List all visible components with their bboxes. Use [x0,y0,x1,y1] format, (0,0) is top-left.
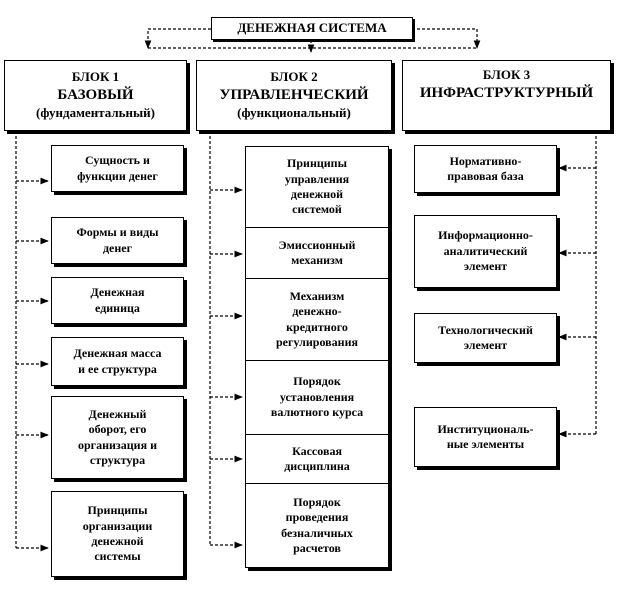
diagram-title-text: ДЕНЕЖНАЯ СИСТЕМА [237,20,387,36]
block2-item-exchange-rate: Порядок установления валютного курса [245,360,389,435]
block2-header: БЛОК 2 УПРАВЛЕНЧЕСКИЙ (функциональный) [196,60,392,131]
block3-item-information-analytical: Информационно- аналитический элемент [414,215,557,288]
block3-connectors [558,131,597,438]
title-connectors [144,28,481,53]
block2-item-emission-mechanism: Эмиссионный механизм [245,227,389,279]
block3-item-technological: Технологический элемент [414,313,557,363]
block1-connectors [15,131,49,552]
block2-heading: БЛОК 2 [270,69,318,85]
title-to-block3-arrow [412,28,481,49]
block1-item-forms-types: Формы и виды денег [51,217,184,264]
block3-heading: БЛОК 3 [482,67,531,82]
block2-item-management-principles: Принципы управления денежной системой [245,146,389,228]
block2-subtitle: (функциональный) [237,105,351,121]
block1-item-monetary-unit: Денежная единица [51,277,184,324]
block2-name: УПРАВЛЕНЧЕСКИЙ [219,86,369,103]
block1-name: БАЗОВЫЙ [57,86,134,103]
block1-subtitle: (фундаментальный) [36,105,155,121]
block1-item-essence-functions: Сущность и функции денег [51,145,184,192]
block2-connectors [209,131,243,549]
block2-item-cashless-payments: Порядок проведения безналичных расчетов [245,483,389,568]
block3-item-legal-framework: Нормативно- правовая база [414,145,557,193]
block1-item-organization-principles: Принципы организации денежной системы [51,491,184,577]
block1-item-money-circulation: Денежный оборот, его организация и струк… [51,396,184,479]
title-to-block1-arrow [144,28,211,49]
block2-item-monetary-regulation: Механизм денежно- кредитного регулирован… [245,278,389,361]
block1-heading: БЛОК 1 [71,69,120,85]
block1-item-money-supply: Денежная масса и ее структура [51,337,184,386]
block3-item-institutional: Институциональ- ные элементы [414,407,557,467]
block3-name: ИНФРАСТРУКТУРНЫЙ [419,84,594,101]
diagram-title: ДЕНЕЖНАЯ СИСТЕМА [211,17,413,40]
block3-header: БЛОК 3 ИНФРАСТРУКТУРНЫЙ [402,60,611,131]
block2-stack-shadow [389,149,392,569]
block1-header: БЛОК 1 БАЗОВЫЙ (фундаментальный) [4,60,187,131]
block2-item-cash-discipline: Кассовая дисциплина [245,434,389,484]
